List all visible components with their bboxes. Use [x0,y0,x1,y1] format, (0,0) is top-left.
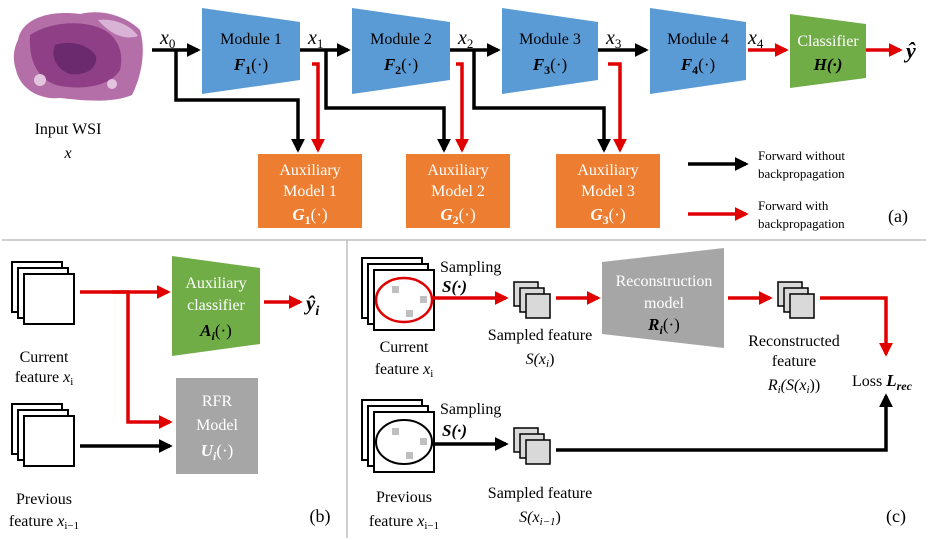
svg-text:Auxiliary: Auxiliary [185,275,246,292]
arrow-reconstructed-to-loss [820,296,893,357]
input-var: x [63,145,71,162]
svg-text:Auxiliary: Auxiliary [279,162,340,179]
current-feature-sampling-stack [361,257,435,331]
panel-b: Current feature xi Previous feature xi−1… [9,256,331,532]
arrow-current-to-rfr [112,290,173,429]
svg-text:Auxiliary: Auxiliary [577,162,638,179]
panel-a-tag: (a) [888,206,908,227]
previous-feature-l2: feature xi−1 [9,513,79,532]
current-feature-c-l2: feature xi [375,361,434,380]
svg-text:F3(·): F3(·) [532,55,567,77]
x3-label: x3 [605,27,621,51]
sampling-bottom-fn: S(·) [442,421,467,440]
reconstructed-feature-stack [777,281,815,319]
legend: Forward without backpropagation Forward … [688,148,845,231]
sampled-feature-l1: Sampled feature [488,327,592,344]
sampling-bottom-label: Sampling [440,401,501,418]
module-4: Module 4 F4(·) [650,8,746,94]
svg-text:G1(·): G1(·) [292,205,327,227]
previous-feature-sampling-stack [361,399,435,473]
current-feature-c-l1: Current [380,339,429,356]
svg-text:model: model [644,295,685,312]
legend-red-line2: backpropagation [758,216,845,231]
loss-label: Loss Lrec [852,371,913,393]
svg-text:Module 1: Module 1 [220,31,282,48]
svg-text:classifier: classifier [187,297,245,314]
branch-black-2 [324,50,451,153]
svg-text:F1(·): F1(·) [233,55,268,77]
svg-text:Model 3: Model 3 [581,183,635,200]
sampled-prev-l1: Sampled feature [488,485,592,502]
svg-text:Module 2: Module 2 [370,31,432,48]
x4-label: x4 [747,27,764,51]
module-1: Module 1 F1(·) [202,8,300,94]
legend-red-line1: Forward with [758,198,829,213]
legend-black-line1: Forward without [758,148,845,163]
svg-text:Model 1: Model 1 [283,183,337,200]
svg-text:Ri(·): Ri(·) [647,315,680,337]
svg-text:Module 3: Module 3 [519,31,581,48]
x2-label: x2 [457,27,473,51]
panel-c-tag: (c) [886,506,906,527]
svg-text:H(·): H(·) [813,55,843,74]
svg-text:Classifier: Classifier [797,33,859,50]
previous-feature-l1: Previous [16,491,72,508]
auxiliary-model-2: Auxiliary Model 2 G2(·) [406,154,510,228]
svg-text:RFR: RFR [202,393,233,410]
output-yhat: ŷ [903,38,916,63]
auxiliary-model-1: Auxiliary Model 1 G1(·) [258,154,362,228]
reconstructed-l3: Ri(S(xi)) [767,377,820,396]
current-feature-l1: Current [20,349,69,366]
aux-output-yhat: ŷi [303,291,319,319]
branch-red-3 [608,62,627,153]
panel-a: Input WSI x x0 x1 x2 x3 x4 Module 1 F1(·… [8,6,916,231]
svg-text:Ai(·): Ai(·) [199,321,232,343]
auxiliary-model-3: Auxiliary Model 3 G3(·) [556,154,660,228]
arrow-previous-to-loss [556,393,893,452]
previous-feature-c-l1: Previous [376,489,432,506]
branch-red-1 [311,62,325,153]
svg-text:F4(·): F4(·) [680,55,715,77]
sampling-top-fn: S(·) [442,277,467,296]
wsi-thumbnail [8,6,148,106]
x1-label: x1 [307,27,323,51]
svg-text:Ui(·): Ui(·) [201,441,234,463]
current-feature-l2: feature xi [15,369,74,388]
current-feature-stack [11,261,75,325]
module-2: Module 2 F2(·) [352,8,450,94]
previous-feature-stack [11,403,75,467]
svg-text:F2(·): F2(·) [383,55,418,77]
sampled-prev-l2: S(xi−1) [519,509,561,528]
x0-label: x0 [159,27,175,51]
reconstruction-model: Reconstruction model Ri(·) [602,248,724,348]
branch-black-3 [472,50,611,153]
previous-feature-c-l2: feature xi−1 [369,513,439,532]
svg-text:Auxiliary: Auxiliary [427,162,488,179]
legend-black-line2: backpropagation [758,166,845,181]
sampled-feature-l2: S(xi) [526,351,555,370]
svg-text:G2(·): G2(·) [440,205,475,227]
auxiliary-classifier: Auxiliary classifier Ai(·) [172,256,260,356]
rfr-model: RFR Model Ui(·) [176,378,258,474]
reconstructed-l2: feature [772,353,816,370]
svg-text:Module 4: Module 4 [667,31,729,48]
svg-text:Model: Model [196,417,238,434]
input-wsi-label: Input WSI [35,121,102,138]
panel-b-tag: (b) [310,506,331,527]
branch-red-2 [455,62,469,153]
sampled-previous-feature-stack [513,427,551,465]
svg-text:Model 2: Model 2 [431,183,485,200]
svg-text:G3(·): G3(·) [590,205,625,227]
branch-black-1 [174,50,305,153]
sampling-top-label: Sampling [440,259,501,276]
panel-c: Sampling S(·) Current feature xi Sampled… [361,248,913,532]
module-3: Module 3 F3(·) [502,8,598,94]
sampled-feature-stack [513,281,551,319]
classifier: Classifier H(·) [790,14,866,88]
svg-text:Reconstruction: Reconstruction [616,273,713,290]
reconstructed-l1: Reconstructed [748,333,840,350]
